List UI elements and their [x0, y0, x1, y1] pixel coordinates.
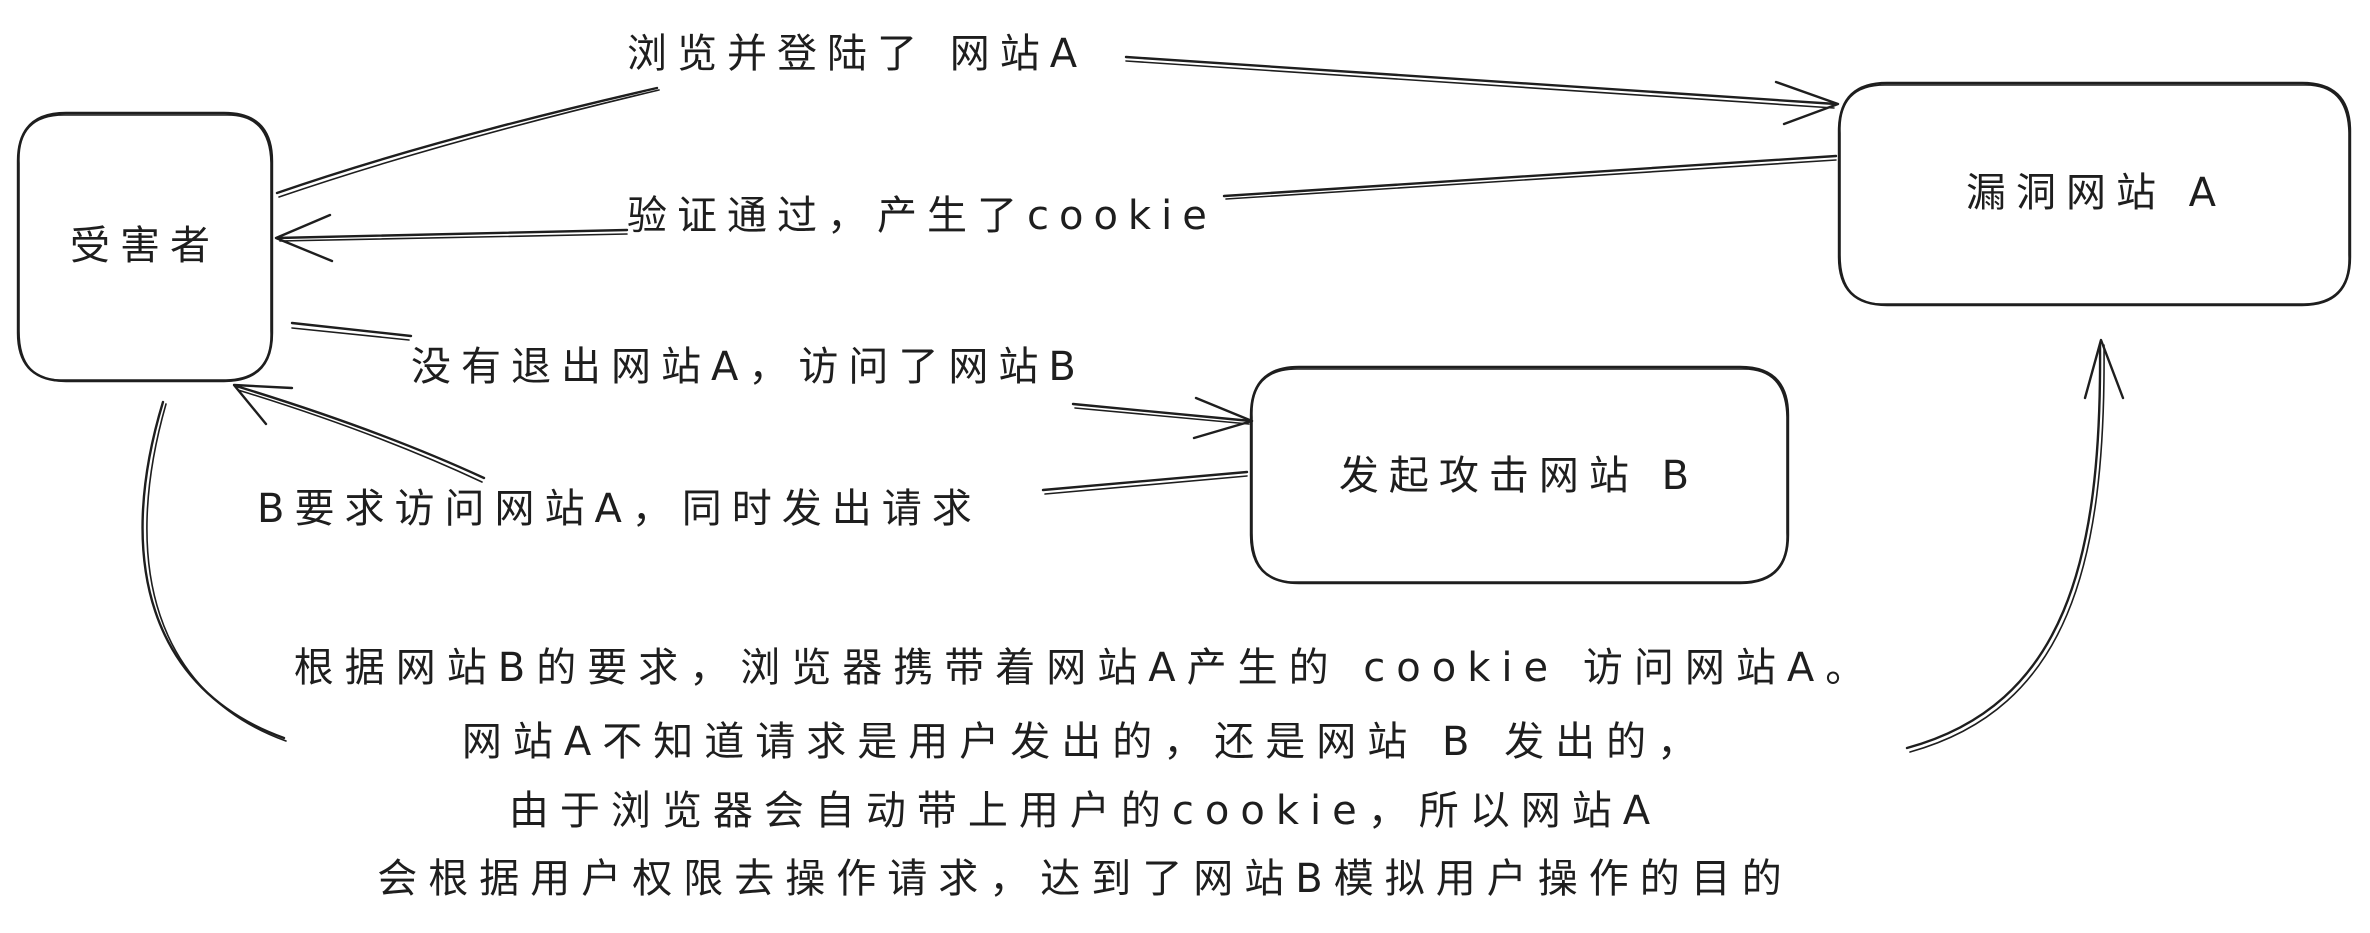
edge-visit-b-arrow	[290, 321, 1254, 440]
edge-victim-note-curve	[141, 400, 287, 742]
victim-label: 受害者	[70, 223, 220, 269]
site-a-box	[1837, 81, 2352, 307]
note-line: 会根据用户权限去操作请求，达到了网站B模拟用户操作的目的	[377, 856, 1793, 902]
note-line: 由于浏览器会自动带上用户的cookie，所以网站A	[508, 788, 1662, 834]
arrowhead-icon	[2083, 338, 2125, 400]
edge-login-arrow	[275, 55, 1840, 198]
edge-request-arrow	[232, 383, 1249, 495]
note-line: 网站A不知道请求是用户发出的，还是网站 B 发出的，	[461, 719, 1709, 765]
note-line: 根据网站B的要求，浏览器携带着网站A产生的 cookie 访问网站A。	[293, 645, 1877, 691]
edge-cookie-label: 验证通过，产生了cookie	[627, 193, 1217, 239]
arrowhead-icon	[274, 213, 334, 263]
site-b-label: 发起攻击网站 B	[1338, 453, 1700, 499]
site-a-label: 漏洞网站 A	[1965, 170, 2227, 216]
edge-visit-b-label: 没有退出网站A，访问了网站B	[411, 344, 1086, 390]
arrowhead-icon	[1192, 396, 1254, 440]
victim-box	[16, 111, 274, 383]
arrowhead-icon	[232, 383, 294, 426]
edge-cookie-arrow	[274, 154, 1838, 263]
site-b-box	[1249, 365, 1790, 585]
edge-login-label: 浏览并登陆了 网站A	[627, 31, 1088, 77]
arrowhead-icon	[1774, 80, 1840, 126]
edge-note-site-a-arrow	[1905, 338, 2125, 753]
edge-request-label: B要求访问网站A，同时发出请求	[257, 486, 982, 532]
